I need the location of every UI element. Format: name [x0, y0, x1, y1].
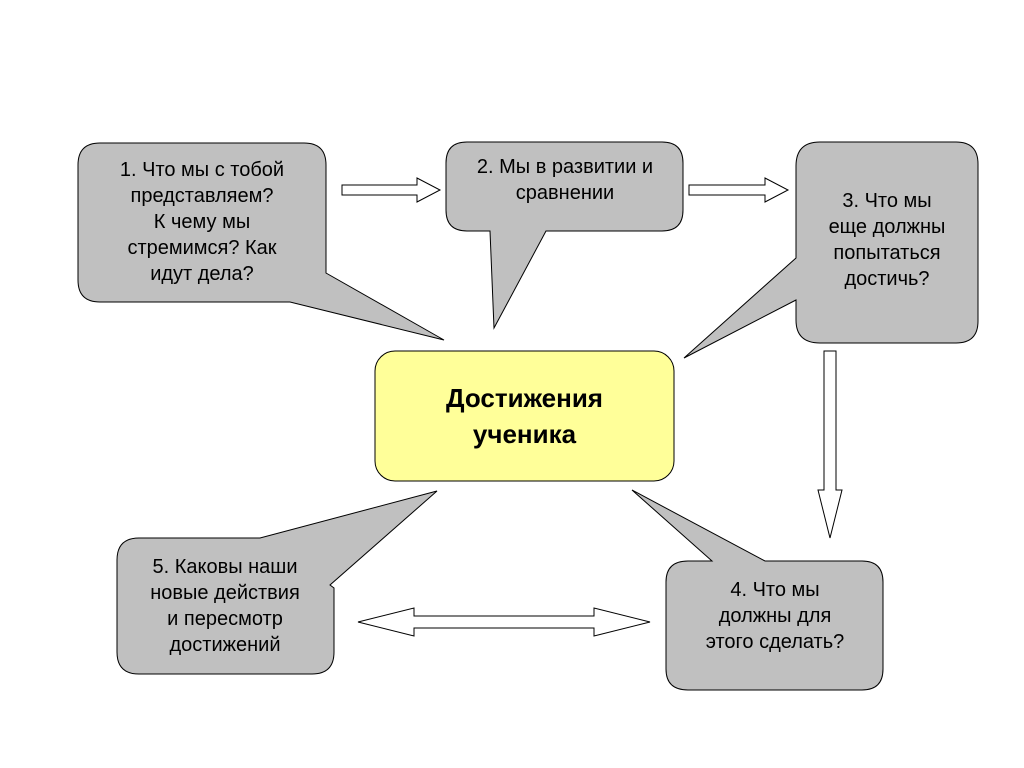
callout-2-line: 2. Мы в развитии и: [476, 156, 654, 178]
callout-5-shape: [116, 490, 438, 675]
callout-5: 5. Каковы наши новые действия и пересмот…: [120, 550, 330, 662]
callout-1-line: идут дела?: [150, 263, 254, 285]
arrow-step4-step5-double: [357, 607, 651, 637]
arrow-step3-to-step4: [817, 350, 843, 539]
callout-4-line: этого сделать?: [705, 631, 845, 653]
callout-3-line: попытаться: [833, 242, 941, 264]
arrow-step2-to-step3: [688, 177, 790, 203]
callout-5-line: 5. Каковы наши: [152, 556, 298, 578]
callout-2-shape: [445, 141, 684, 330]
callout-1-line: представляем?: [130, 185, 274, 207]
center-box-shape: [374, 350, 675, 482]
callout-4-line: 4. Что мы: [730, 579, 820, 601]
callout-3-line: достичь?: [844, 268, 930, 290]
callout-4-line: должны для: [718, 605, 832, 627]
arrow-step1-to-step2: [341, 177, 442, 203]
center-title-line: Достижения: [446, 383, 603, 413]
callout-1-line: стремимся? Как: [127, 237, 277, 259]
callout-5-line: новые действия: [150, 582, 300, 604]
callout-1: 1. Что мы с тобой представляем? К чему м…: [86, 150, 318, 294]
center-box: Достижения ученика: [375, 351, 674, 481]
callout-3: 3. Что мы еще должны попытаться достичь?: [800, 180, 974, 300]
callout-4-shape: [631, 489, 884, 691]
callout-5-line: и пересмотр: [167, 608, 283, 630]
callout-4: 4. Что мы должны для этого сделать?: [670, 574, 880, 658]
callout-3-shape: [683, 141, 979, 359]
callout-3-line: 3. Что мы: [842, 190, 932, 212]
callout-2-line: сравнении: [515, 182, 615, 204]
center-title-line: ученика: [472, 419, 577, 449]
callout-3-line: еще должны: [828, 216, 946, 238]
callout-1-line: К чему мы: [153, 211, 251, 233]
callout-5-line: достижений: [169, 634, 281, 656]
callout-2: 2. Мы в развитии и сравнении: [450, 150, 680, 210]
callout-1-shape: [77, 142, 445, 341]
callout-1-line: 1. Что мы с тобой: [119, 159, 285, 181]
